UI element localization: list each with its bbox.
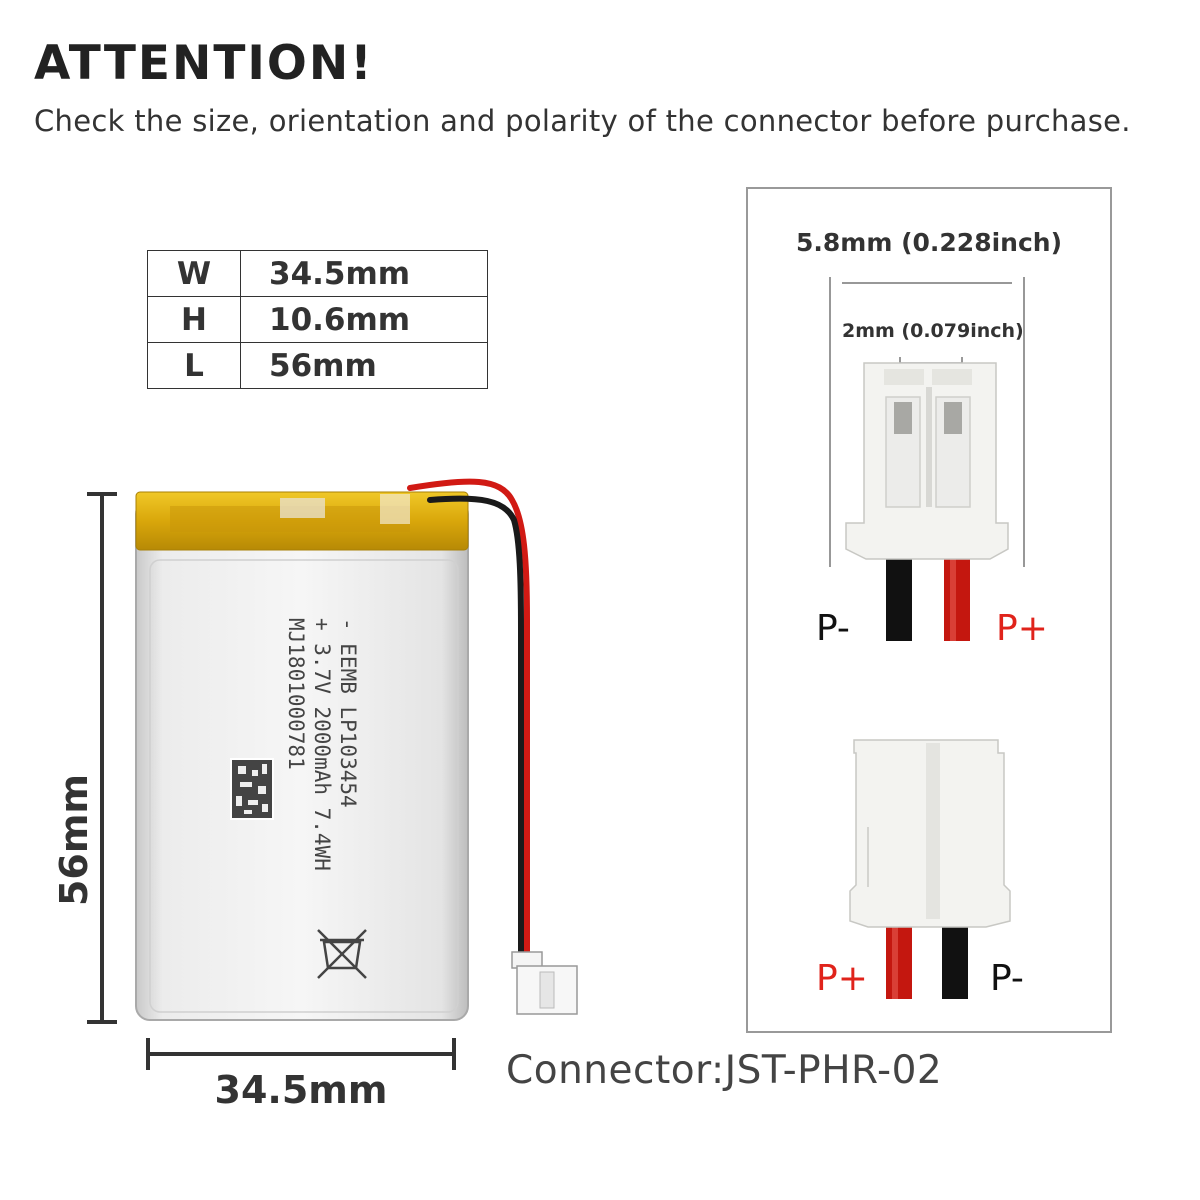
negative-terminal-label: P-	[816, 608, 850, 649]
battery-cell	[135, 491, 469, 1021]
connector-front-view	[845, 362, 1009, 641]
dimension-value: 34.5mm	[240, 250, 488, 297]
page-title: ATTENTION!	[34, 36, 374, 91]
dimension-value: 56mm	[240, 342, 488, 389]
battery-leads	[407, 478, 530, 958]
negative-terminal-label: P-	[990, 958, 1024, 999]
page-subtitle: Check the size, orientation and polarity…	[34, 104, 1131, 138]
connector-type-label: Connector:JST-PHR-02	[506, 1048, 943, 1093]
battery-label-line: + 3.7V 2000mAh 7.4WH	[310, 618, 334, 871]
weee-crossed-bin-icon	[317, 929, 367, 979]
overall-width-label: 5.8mm (0.228inch)	[796, 228, 1063, 257]
dimension-key: W	[147, 250, 241, 297]
table-row: L 56mm	[147, 342, 488, 389]
positive-terminal-label: P+	[996, 608, 1048, 649]
positive-terminal-label: P+	[816, 958, 868, 999]
width-dimension-line	[146, 1038, 456, 1070]
jst-connector-small	[511, 951, 578, 1015]
battery-label-line: MJ1801000781	[284, 618, 308, 770]
battery-label: - EEMB LP103454 + 3.7V 2000mAh 7.4WH MJ1…	[284, 618, 390, 918]
connector-detail-panel	[746, 187, 1112, 1033]
dimensions-table: W 34.5mm H 10.6mm L 56mm	[147, 250, 488, 389]
width-label: 34.5mm	[214, 1068, 388, 1112]
dimension-key: L	[147, 342, 241, 389]
dimension-key: H	[147, 296, 241, 343]
pitch-label: 2mm (0.079inch)	[842, 320, 1024, 342]
battery-label-line: - EEMB LP103454	[336, 618, 360, 808]
qr-code-icon	[230, 758, 274, 820]
connector-detail-drawing	[829, 277, 1025, 999]
table-row: W 34.5mm	[147, 250, 488, 297]
connector-side-view	[849, 739, 1011, 999]
length-label: 56mm	[34, 690, 114, 990]
length-dimension-line	[87, 492, 117, 1024]
overall-width-dimension	[829, 277, 1025, 567]
length-label-text: 56mm	[52, 773, 97, 907]
